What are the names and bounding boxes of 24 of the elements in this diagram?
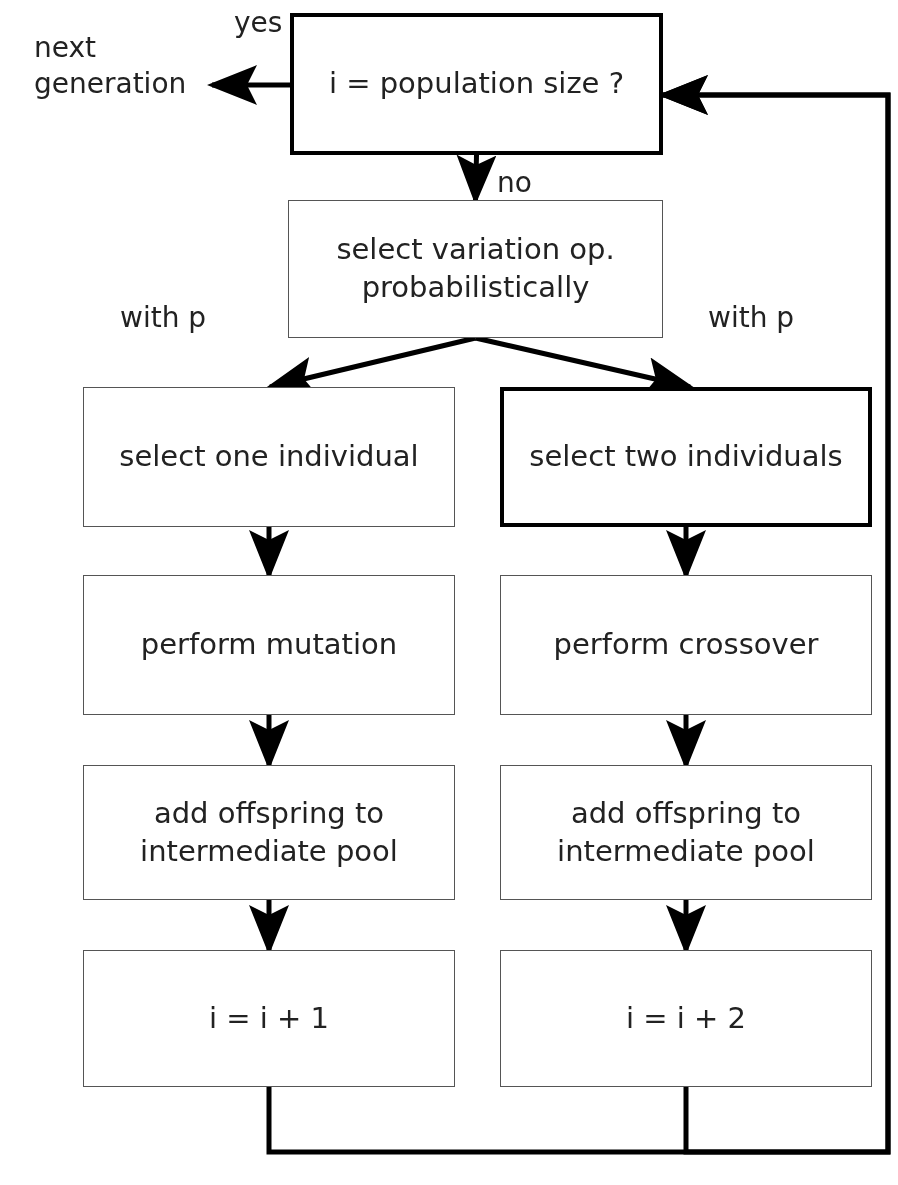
box-label: perform mutation — [140, 626, 398, 664]
process-box — [288, 200, 663, 338]
box-label: select two individuals — [529, 438, 843, 476]
box-label: i = i + 2 — [625, 999, 746, 1037]
edge-label: with p — [120, 303, 207, 334]
process-box — [83, 950, 455, 1087]
box-label: add offspring to intermediate pool — [556, 794, 816, 870]
process-box — [500, 387, 872, 527]
box-label: perform crossover — [553, 626, 819, 664]
box-label: add offspring to intermediate pool — [139, 794, 399, 870]
process-box — [290, 13, 663, 155]
edge-label: with p — [708, 303, 795, 334]
arrow — [207, 65, 290, 105]
process-box — [500, 765, 872, 900]
box-label: select variation op. probabilistically — [335, 231, 616, 306]
process-box — [83, 765, 455, 900]
outcome-label: next generation — [34, 29, 188, 102]
box-label: select one individual — [119, 438, 419, 476]
box-label: i = population size ? — [328, 65, 625, 103]
process-box — [500, 575, 872, 715]
process-box — [83, 387, 455, 527]
process-box — [83, 575, 455, 715]
box-label: i = i + 1 — [208, 999, 329, 1037]
process-box — [500, 950, 872, 1087]
